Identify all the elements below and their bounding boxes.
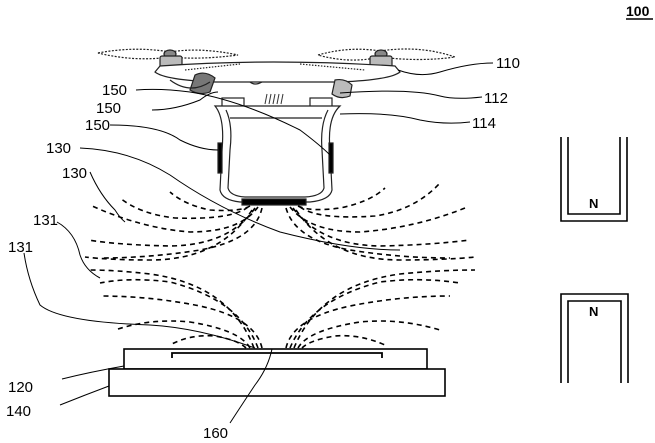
label-140: 140	[6, 403, 31, 420]
magnet-bottom: N	[560, 293, 629, 383]
label-114: 114	[472, 115, 496, 132]
sensor-left	[217, 142, 223, 174]
label-131-first: 131	[33, 212, 58, 229]
magnet-top: N	[560, 137, 628, 222]
field-lines	[84, 182, 476, 349]
drone-contact-plate	[241, 198, 307, 206]
reference-labels: 110 112 114 150 150 150 130 130 131 131 …	[6, 55, 520, 442]
label-131-second: 131	[8, 239, 33, 256]
label-112: 112	[484, 90, 508, 107]
pad-120	[123, 348, 428, 370]
label-110: 110	[496, 55, 520, 72]
base-140	[108, 368, 446, 397]
drone-body	[154, 61, 401, 83]
label-130-second: 130	[62, 165, 87, 182]
leader-lines	[23, 62, 494, 424]
label-150-third: 150	[85, 117, 110, 134]
label-120: 120	[8, 379, 33, 396]
right-arm	[331, 78, 353, 99]
label-150-second: 150	[96, 100, 121, 117]
charging-pad	[108, 348, 446, 397]
drone-housing	[213, 105, 342, 203]
sensor-right	[328, 142, 334, 174]
drone	[97, 48, 456, 206]
label-130-first: 130	[46, 140, 71, 157]
label-150-first: 150	[102, 82, 127, 99]
label-160: 160	[203, 425, 228, 442]
vent-marks	[264, 93, 284, 105]
magnet-top-label: N	[589, 196, 598, 211]
left-arm	[189, 72, 216, 95]
figure-number: 100	[626, 3, 650, 19]
magnet-bottom-label: N	[589, 304, 598, 319]
